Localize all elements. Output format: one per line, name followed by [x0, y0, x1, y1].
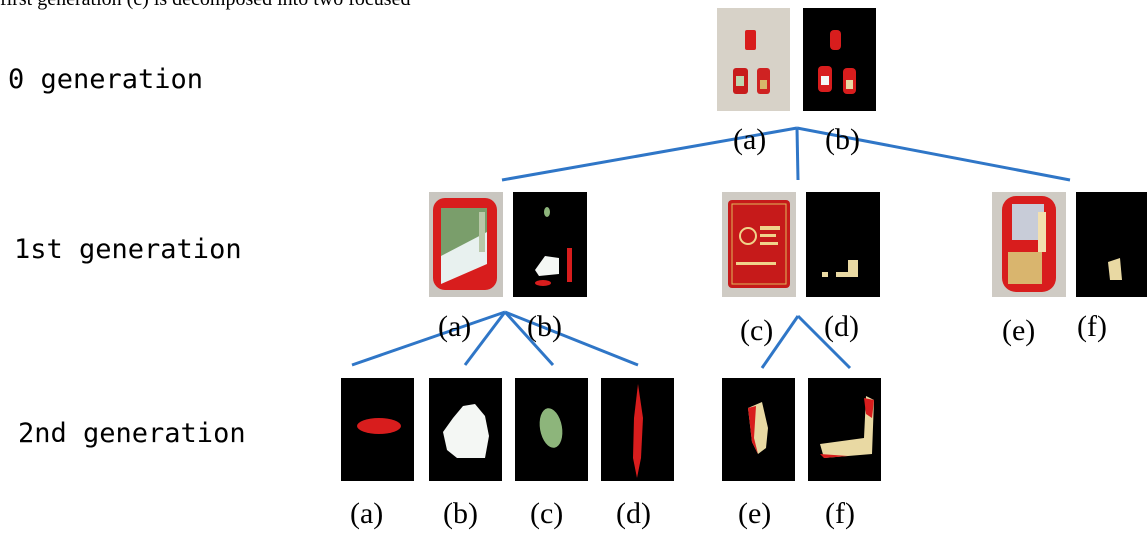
- caption: (f): [825, 497, 855, 530]
- connector-line: [795, 127, 800, 181]
- photo-thumbnail: [429, 192, 503, 297]
- caption: (e): [1002, 314, 1036, 347]
- caption: (f): [1077, 310, 1107, 343]
- mask-thumbnail: [803, 8, 876, 111]
- header-text-fragment: first generation (c) is decomposed into …: [0, 0, 410, 11]
- caption: (d): [616, 497, 651, 530]
- caption: (e): [738, 497, 772, 530]
- generation-label-2: 2nd generation: [18, 418, 246, 449]
- mask-thumbnail: [515, 378, 588, 481]
- caption: (d): [824, 310, 859, 343]
- photo-thumbnail: [992, 192, 1066, 297]
- photo-thumbnail: [717, 8, 790, 111]
- caption: (a): [350, 497, 384, 530]
- caption: (b): [527, 310, 562, 343]
- caption: (b): [443, 497, 478, 530]
- photo-thumbnail: [722, 192, 796, 297]
- mask-thumbnail: [806, 192, 880, 297]
- generation-label-1: 1st generation: [14, 234, 242, 265]
- caption: (c): [530, 497, 564, 530]
- connector-line: [504, 310, 639, 367]
- caption: (a): [438, 310, 472, 343]
- caption: (a): [733, 123, 767, 156]
- mask-thumbnail: [722, 378, 795, 481]
- mask-thumbnail: [341, 378, 414, 481]
- generation-label-0: 0 generation: [8, 64, 204, 95]
- caption: (c): [740, 314, 774, 347]
- mask-thumbnail: [808, 378, 881, 481]
- connector-line: [351, 310, 506, 367]
- mask-thumbnail: [601, 378, 674, 481]
- mask-thumbnail: [1076, 192, 1147, 297]
- caption: (b): [825, 123, 860, 156]
- mask-thumbnail: [429, 378, 502, 481]
- mask-thumbnail: [513, 192, 587, 297]
